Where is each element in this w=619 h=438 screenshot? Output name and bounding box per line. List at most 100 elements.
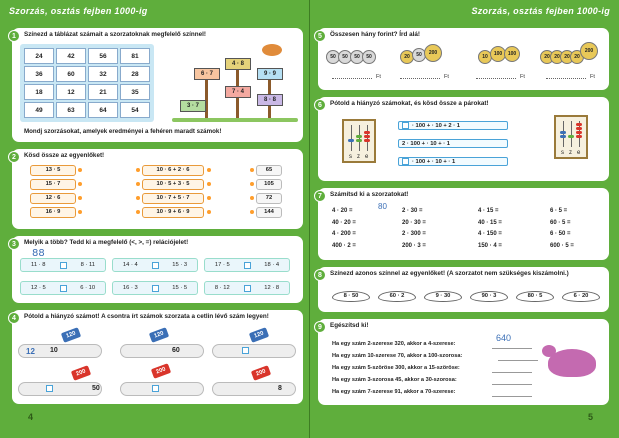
connect-dot[interactable]	[207, 196, 211, 200]
answer-box[interactable]	[152, 385, 159, 392]
connect-dot[interactable]	[250, 168, 254, 172]
blank-box[interactable]	[402, 158, 409, 165]
result-value[interactable]: 65	[256, 165, 282, 176]
connect-dot[interactable]	[136, 196, 140, 200]
expr-mid[interactable]: 10 · 5 + 3 · 5	[142, 179, 204, 190]
connect-dot[interactable]	[78, 196, 82, 200]
grid-cell[interactable]: 54	[120, 102, 150, 118]
grid-cell[interactable]: 36	[24, 66, 54, 82]
place-value-row[interactable]: 2 · 100 + · 10 + · 1	[398, 139, 508, 148]
answer-box[interactable]	[46, 385, 53, 392]
connect-dot[interactable]	[136, 168, 140, 172]
place-value-row[interactable]: · 100 + · 10 + · 1	[398, 157, 508, 166]
grid-cell[interactable]: 64	[88, 102, 118, 118]
grid-cell[interactable]: 42	[56, 48, 86, 64]
result-value[interactable]: 72	[256, 193, 282, 204]
answer-line[interactable]	[492, 389, 532, 397]
expr: 14 · 4	[122, 262, 138, 268]
result-value[interactable]: 105	[256, 179, 282, 190]
result-value[interactable]: 144	[256, 207, 282, 218]
connect-dot[interactable]	[78, 168, 82, 172]
blank-box[interactable]	[402, 122, 409, 129]
relation-box[interactable]	[243, 261, 251, 269]
connect-dot[interactable]	[250, 210, 254, 214]
answer-line[interactable]	[400, 78, 440, 79]
connect-dot[interactable]	[250, 182, 254, 186]
leaf-expr[interactable]: 6 · 20	[562, 291, 600, 302]
expr-mid[interactable]: 10 · 9 + 6 · 9	[142, 207, 204, 218]
answer-line[interactable]	[492, 377, 532, 385]
expr-mid[interactable]: 10 · 6 + 2 · 6	[142, 165, 204, 176]
question-line: Ha egy szám 7-szerese 91, akkor a 70-sze…	[332, 389, 456, 395]
grid-cell[interactable]: 32	[88, 66, 118, 82]
product-tag: 120	[248, 327, 270, 343]
answer-line[interactable]	[332, 78, 372, 79]
calc-item: 2 · 300 =	[402, 231, 426, 237]
exercise-7: 7 Számítsd ki a szorzatokat! 80 4 · 20 =…	[314, 188, 609, 260]
connect-dot[interactable]	[136, 182, 140, 186]
connect-dot[interactable]	[78, 210, 82, 214]
calc-item: 4 · 200 =	[332, 231, 356, 237]
leaf-expr[interactable]: 90 · 3	[470, 291, 508, 302]
bone-value[interactable]: 10	[50, 347, 58, 354]
grid-cell[interactable]: 49	[24, 102, 54, 118]
calc-item: 600 · 5 =	[550, 242, 574, 249]
connect-dot[interactable]	[207, 182, 211, 186]
connect-dot[interactable]	[207, 168, 211, 172]
place-value-row[interactable]: · 100 + · 10 + 2 · 1	[398, 121, 508, 130]
exercise-number: 9	[314, 321, 326, 333]
relation-box[interactable]	[59, 261, 67, 269]
leaf-expr[interactable]: 60 · 2	[378, 291, 416, 302]
grid-cell[interactable]: 28	[120, 66, 150, 82]
relation-box[interactable]	[243, 284, 251, 292]
leaf-expr[interactable]: 9 · 30	[424, 291, 462, 302]
relation-box[interactable]	[59, 284, 67, 292]
connect-dot[interactable]	[250, 196, 254, 200]
grid-cell[interactable]: 21	[88, 84, 118, 100]
expr-left[interactable]: 12 · 6	[30, 193, 76, 204]
grid-cell[interactable]: 18	[24, 84, 54, 100]
grid-cell[interactable]: 63	[56, 102, 86, 118]
answer-line[interactable]	[498, 353, 538, 361]
leaf-expr[interactable]: 8 · 50	[332, 291, 370, 302]
answer-line[interactable]	[476, 78, 516, 79]
answer-line[interactable]	[546, 78, 586, 79]
place-label: s	[349, 154, 352, 160]
bone-value[interactable]: 8	[278, 385, 282, 392]
expr-mid[interactable]: 10 · 7 + 5 · 7	[142, 193, 204, 204]
relation-box[interactable]	[151, 261, 159, 269]
connect-dot[interactable]	[207, 210, 211, 214]
connect-dot[interactable]	[136, 210, 140, 214]
abacus-left: s z e	[342, 119, 376, 163]
grid-cell[interactable]: 24	[24, 48, 54, 64]
exercise-number: 4	[8, 312, 20, 324]
grid-cell[interactable]: 35	[120, 84, 150, 100]
bone-value[interactable]: 60	[172, 347, 180, 354]
answer-box[interactable]	[242, 347, 249, 354]
grid-cell[interactable]: 56	[88, 48, 118, 64]
bone-value[interactable]: 12	[26, 347, 35, 356]
relation-box[interactable]	[151, 284, 159, 292]
leaf-expr[interactable]: 80 · 5	[516, 291, 554, 302]
expr-left[interactable]: 15 · 7	[30, 179, 76, 190]
answer-line[interactable]	[492, 365, 532, 373]
expr-left[interactable]: 13 · 5	[30, 165, 76, 176]
expr-left[interactable]: 16 · 9	[30, 207, 76, 218]
grid-cell[interactable]: 60	[56, 66, 86, 82]
bone-value[interactable]: 50	[92, 385, 100, 392]
connect-dot[interactable]	[78, 182, 82, 186]
expr: 18 · 4	[264, 262, 280, 268]
answer-line[interactable]	[492, 341, 532, 349]
expr: 6 · 10	[80, 285, 96, 291]
calc-item: 150 · 4 =	[478, 242, 502, 249]
grid-cell[interactable]: 81	[120, 48, 150, 64]
ft-label: Ft	[444, 74, 449, 80]
grid-cell[interactable]: 12	[56, 84, 86, 100]
exercise-number: 8	[314, 269, 326, 281]
